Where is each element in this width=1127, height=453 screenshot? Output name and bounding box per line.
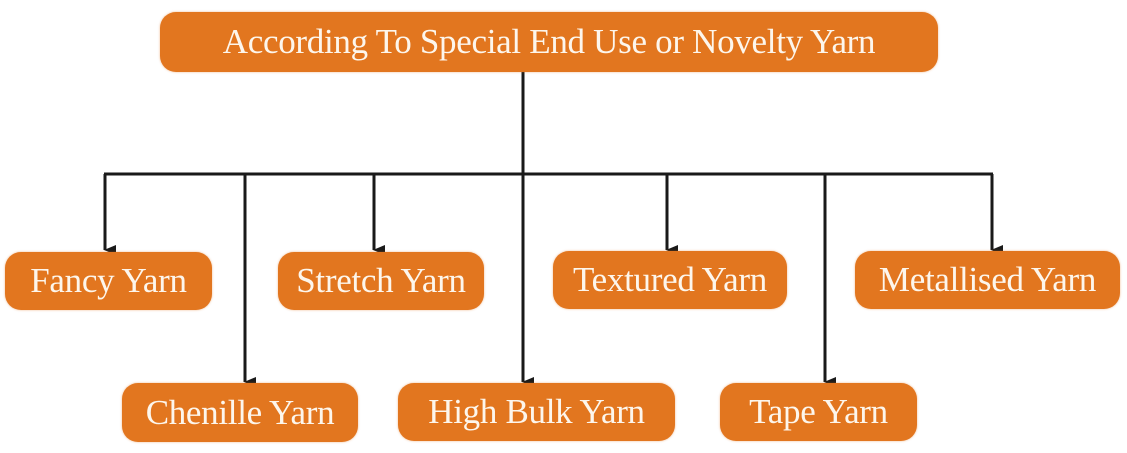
root-node: According To Special End Use or Novelty … (160, 12, 938, 72)
node-label: Stretch Yarn (296, 261, 466, 300)
node-fancy-yarn: Fancy Yarn (5, 252, 212, 310)
node-metallised-yarn: Metallised Yarn (855, 251, 1120, 309)
node-chenille-yarn: Chenille Yarn (122, 383, 358, 442)
node-high-bulk-yarn: High Bulk Yarn (398, 383, 675, 441)
node-label: Chenille Yarn (145, 392, 335, 432)
node-label: Fancy Yarn (30, 261, 187, 300)
node-label: Tape Yarn (749, 392, 888, 431)
node-textured-yarn: Textured Yarn (553, 251, 787, 309)
node-label: High Bulk Yarn (428, 392, 645, 431)
node-tape-yarn: Tape Yarn (720, 383, 917, 441)
root-label: According To Special End Use or Novelty … (222, 22, 876, 61)
node-label: Textured Yarn (573, 260, 767, 299)
node-stretch-yarn: Stretch Yarn (278, 252, 484, 310)
node-label: Metallised Yarn (878, 260, 1097, 299)
